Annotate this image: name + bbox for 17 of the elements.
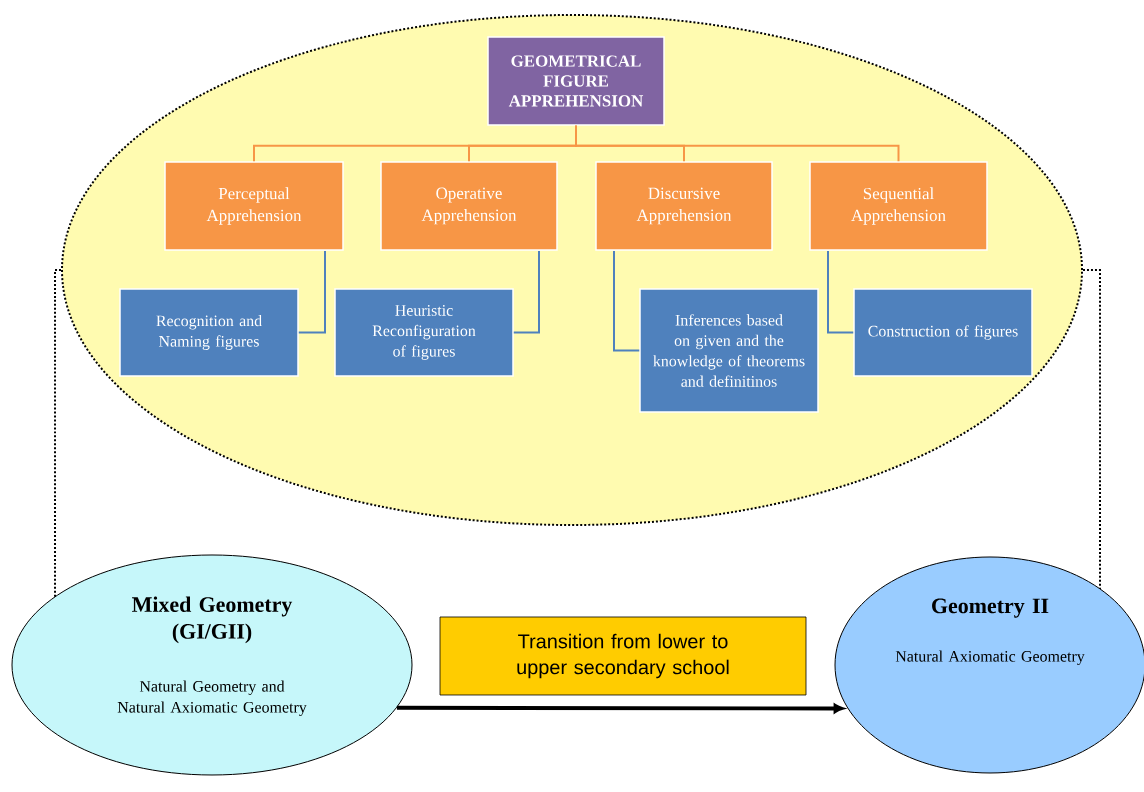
connector-line — [1082, 269, 1101, 590]
connector-line — [827, 250, 855, 334]
category-box: Sequential Apprehension — [809, 161, 988, 251]
description-box: Inferences based on given and the knowledge of theorems and definitinos — [639, 288, 819, 413]
title-box: GEOMETRICAL FIGURE APPREHENSION — [487, 36, 665, 126]
category-box: Operative Apprehension — [380, 161, 558, 251]
connector-line — [54, 269, 62, 598]
transition-box: Transition from lower to upper secondary school — [439, 616, 807, 696]
description-box: Recognition and Naming figures — [119, 288, 299, 377]
connector-line — [512, 250, 540, 334]
description-box: Construction of figures — [853, 288, 1033, 377]
connector-line — [297, 250, 326, 334]
description-box: Heuristic Reconfiguration of figures — [334, 288, 514, 377]
connector-line — [575, 124, 900, 163]
category-box: Perceptual Apprehension — [164, 161, 344, 251]
connector-line — [613, 250, 641, 352]
category-box: Discursive Apprehension — [595, 161, 773, 251]
